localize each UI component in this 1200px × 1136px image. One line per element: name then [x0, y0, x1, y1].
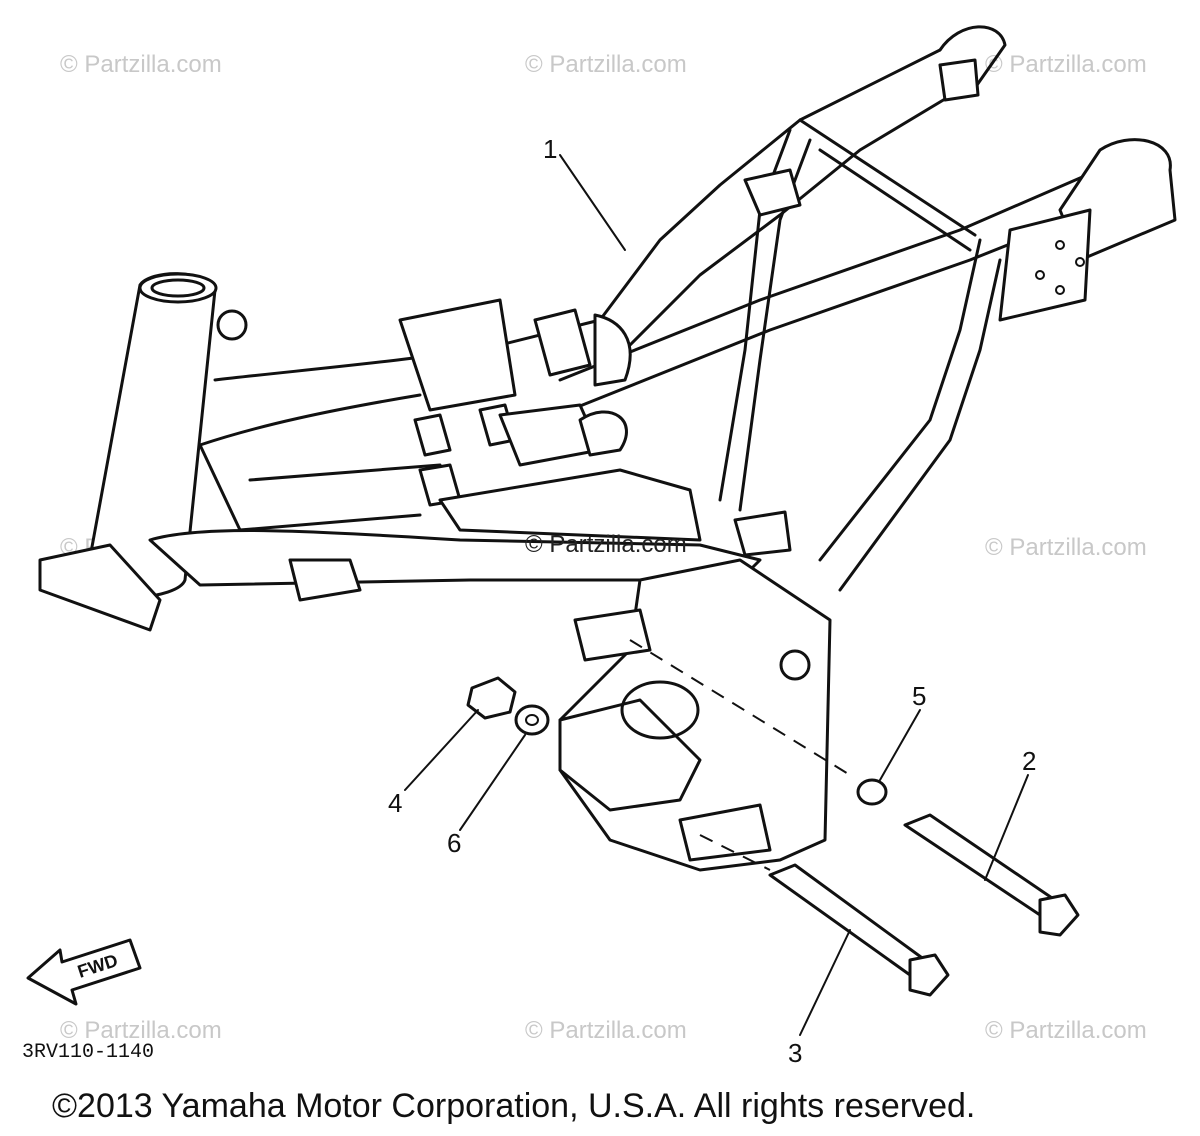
- hardware: [466, 676, 1080, 997]
- leader-1: [559, 154, 626, 251]
- part-3-bolt-head: [908, 953, 950, 997]
- watermark-top-right: © Partzilla.com: [985, 51, 1147, 78]
- part-5-collar: [856, 778, 888, 806]
- plate-hole: [1075, 257, 1085, 267]
- part-2-bolt-shank: [903, 813, 1057, 917]
- left-rail-tip: [938, 25, 1007, 97]
- left-seat-rail-inner: [618, 88, 962, 357]
- fwd-arrow-icon: [26, 938, 142, 1006]
- center-mount-lug: [578, 410, 628, 457]
- lower-gusset: [558, 698, 702, 812]
- rear-down-tube-inner: [838, 258, 1002, 592]
- callout-4: 4: [388, 788, 402, 818]
- watermark-center: © Partzilla.com: [525, 531, 687, 558]
- watermark-mid-right: © Partzilla.com: [985, 534, 1147, 561]
- watermark-bottom-center: © Partzilla.com: [525, 1017, 687, 1044]
- part-4-nut: [466, 676, 517, 720]
- callout-1: 1: [543, 134, 557, 164]
- lower-frame-left: [198, 443, 422, 532]
- diagram-code: 3RV110-1140: [22, 1041, 154, 1064]
- callout-5: 5: [912, 681, 926, 711]
- pivot-tab: [573, 608, 652, 662]
- dash-line-pivot: [629, 639, 851, 776]
- plate-hole: [1055, 285, 1065, 295]
- rear-cross-member-a: [798, 118, 977, 237]
- rear-mount-tab: [733, 510, 792, 557]
- head-tube-bottom-bracket: [38, 543, 162, 632]
- seat-stay-left-outer: [718, 128, 792, 502]
- rear-bracket-plate: [998, 208, 1092, 322]
- plate-hole: [1035, 270, 1045, 280]
- part-2-bolt-head: [1038, 893, 1080, 937]
- fwd-arrow: FWD: [26, 938, 142, 1006]
- leader-3: [799, 929, 851, 1036]
- callout-6: 6: [447, 828, 461, 858]
- upper-mount-tab: [743, 168, 802, 217]
- left-rail-mount: [938, 58, 980, 102]
- head-tube-bore: [150, 278, 206, 298]
- callout-numbers: 1 2 3 4 5 6: [388, 134, 1036, 1068]
- lower-pivot-bracket: [678, 803, 772, 862]
- engine-mount-bracket: [398, 298, 517, 412]
- dash-line-bolt-3: [699, 834, 771, 871]
- copyright-notice: ©2013 Yamaha Motor Corporation, U.S.A. A…: [52, 1087, 975, 1125]
- watermark-bottom-right: © Partzilla.com: [985, 1017, 1147, 1044]
- leader-5: [879, 709, 921, 781]
- leader-6: [459, 734, 526, 831]
- seat-stay-left-inner: [738, 138, 812, 512]
- gusset-tab: [533, 308, 592, 377]
- part-6-washer-hole: [525, 714, 539, 726]
- leader-4: [404, 709, 479, 791]
- right-seat-rail-upper: [558, 163, 1112, 382]
- leader-2: [984, 774, 1029, 881]
- watermark-bottom-left: © Partzilla.com: [60, 1017, 222, 1044]
- assembly-lines: [629, 639, 851, 871]
- watermark-top-left: © Partzilla.com: [60, 51, 222, 78]
- footrest-bracket-a: [288, 558, 362, 602]
- pivot-bolt-boss: [779, 649, 811, 681]
- lower-frame-crossbar: [248, 463, 442, 482]
- callout-2: 2: [1022, 746, 1036, 776]
- rear-cross-member-b: [818, 148, 972, 252]
- engine-mount-block-a: [413, 413, 452, 457]
- pivot-plate-opening: [620, 680, 700, 740]
- gusset-plate: [593, 313, 632, 387]
- frame-illustration: [38, 25, 1177, 872]
- callout-leaders: [404, 154, 1029, 1036]
- plate-hole: [1055, 240, 1065, 250]
- head-gusset-hole: [216, 309, 248, 341]
- left-seat-rail-outer: [598, 48, 942, 322]
- part-6-washer: [514, 704, 550, 736]
- watermark-top-center: © Partzilla.com: [525, 51, 687, 78]
- main-frame-lower-edge: [198, 393, 422, 447]
- swingarm-pivot-area: [438, 468, 702, 542]
- callout-3: 3: [788, 1038, 802, 1068]
- rear-down-tube-outer: [818, 238, 982, 562]
- part-3-bolt-shank: [768, 863, 927, 977]
